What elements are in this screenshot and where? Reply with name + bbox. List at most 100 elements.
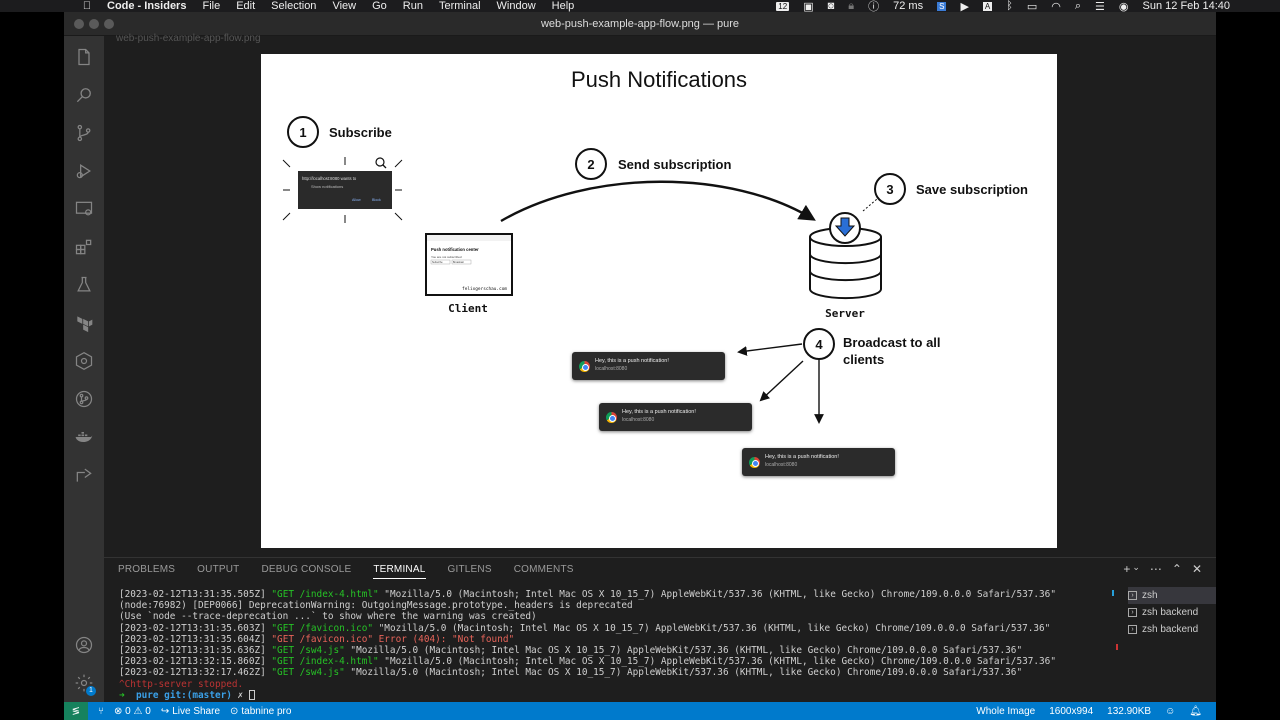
- gitlens-icon[interactable]: [64, 346, 104, 376]
- live-share-status[interactable]: ↪Live Share: [161, 706, 220, 717]
- terraform-icon[interactable]: [64, 308, 104, 338]
- chrome-icon: [749, 457, 760, 468]
- wifi-icon[interactable]: ◠: [1051, 0, 1061, 13]
- search-icon[interactable]: [64, 80, 104, 110]
- prompt-arrow: ➜: [119, 689, 136, 701]
- tab-terminal[interactable]: TERMINAL: [373, 564, 426, 579]
- tab-output[interactable]: OUTPUT: [197, 564, 240, 575]
- extensions-icon[interactable]: [64, 232, 104, 262]
- diagram-title: Push Notifications: [571, 67, 747, 92]
- menu-selection[interactable]: Selection: [271, 0, 317, 12]
- zoom-window-button[interactable]: [104, 19, 114, 29]
- manage-gear-icon[interactable]: 1: [64, 668, 104, 698]
- terminal-text: Error (404): "Not found": [373, 633, 515, 645]
- spotlight-search-icon[interactable]: ⌕: [1074, 0, 1082, 12]
- apple-icon[interactable]: : [80, 0, 94, 12]
- terminal-text: (node:76982) [DEP0066] DeprecationWarnin…: [119, 600, 633, 612]
- step-1-label: Subscribe: [329, 125, 392, 140]
- tabnine-label: tabnine pro: [241, 705, 292, 717]
- minimize-window-button[interactable]: [89, 19, 99, 29]
- step-4-label-box: Broadcast to all clients: [843, 335, 941, 367]
- zoom-cursor-icon: [375, 157, 387, 169]
- problems-status[interactable]: ⊗ 0 ⚠ 0: [114, 705, 151, 717]
- tab-problems[interactable]: PROBLEMS: [118, 564, 176, 575]
- menu-edit[interactable]: Edit: [236, 0, 256, 12]
- permission-rays: [282, 157, 403, 223]
- accounts-icon[interactable]: [64, 630, 104, 660]
- editor-tab-label[interactable]: web-push-example-app-flow.png: [116, 33, 261, 44]
- testing-icon[interactable]: [64, 270, 104, 300]
- terminal-item[interactable]: ›zsh: [1128, 587, 1216, 604]
- app-menu[interactable]: Code - Insiders: [107, 0, 187, 12]
- window-titlebar[interactable]: web-push-example-app-flow.png — pure: [64, 12, 1216, 36]
- pause-icon[interactable]: ⓘ: [868, 1, 880, 13]
- permission-popup-text: http://localhost:8080 wants to: [302, 176, 357, 181]
- image-preview[interactable]: Push Notifications 1 Subscribe http://lo…: [261, 54, 1057, 548]
- tabnine-status[interactable]: ⊙tabnine pro: [230, 706, 291, 717]
- explorer-icon[interactable]: [64, 42, 104, 72]
- play-icon[interactable]: ▶: [960, 0, 969, 13]
- menu-help[interactable]: Help: [551, 0, 575, 12]
- maximize-panel-icon[interactable]: ⌃: [1171, 562, 1182, 576]
- terminal-line: [2023-02-12T13:31:35.636Z] "GET /sw4.js"…: [119, 645, 1109, 656]
- tab-comments[interactable]: COMMENTS: [513, 564, 574, 575]
- tab-debug-console[interactable]: DEBUG CONSOLE: [261, 564, 352, 575]
- client-window-subtitle: You are not subscribed: [431, 255, 462, 259]
- push-notification-source: localhost:8080: [595, 366, 628, 372]
- menu-window[interactable]: Window: [496, 0, 536, 12]
- menu-run[interactable]: Run: [402, 0, 423, 12]
- more-actions-icon[interactable]: ⋯: [1149, 562, 1162, 576]
- remote-indicator-icon[interactable]: ≶: [64, 702, 88, 720]
- terminal-text: "Mozilla/5.0 (Macintosh; Intel Mac OS X …: [344, 667, 1023, 679]
- step-3-number: 3: [886, 182, 893, 197]
- menu-file[interactable]: File: [202, 0, 221, 12]
- terminal-line: [2023-02-12T13:32:15.860Z] "GET /index-4…: [119, 656, 1109, 667]
- terminal-prompt[interactable]: ➜ pure git:(master) ✗: [119, 690, 1109, 701]
- step-1-circle: [287, 116, 319, 148]
- menu-go[interactable]: Go: [372, 0, 387, 12]
- docker-icon[interactable]: [64, 422, 104, 452]
- run-debug-icon[interactable]: [64, 156, 104, 186]
- live-share-icon[interactable]: [64, 460, 104, 490]
- step-2-label: Send subscription: [618, 157, 731, 172]
- input-source-icon[interactable]: A: [982, 1, 993, 11]
- close-window-button[interactable]: [74, 19, 84, 29]
- feedback-icon[interactable]: ☺: [1165, 705, 1176, 717]
- source-control-icon[interactable]: [64, 118, 104, 148]
- notifications-bell-icon[interactable]: 🔔︎: [1189, 705, 1202, 717]
- clock[interactable]: Sun 12 Feb 14:40: [1142, 0, 1230, 12]
- shield-icon[interactable]: S: [937, 1, 947, 11]
- terminal-output[interactable]: [2023-02-12T13:31:35.505Z] "GET /index-4…: [119, 589, 1109, 701]
- live-share-label: Live Share: [172, 705, 221, 717]
- remote-explorer-icon[interactable]: [64, 194, 104, 224]
- close-panel-icon[interactable]: ✕: [1191, 562, 1202, 576]
- git-graph-icon[interactable]: [64, 384, 104, 414]
- terminal-line: [2023-02-12T13:31:35.505Z] "GET /index-4…: [119, 589, 1109, 600]
- terminal-line: (node:76982) [DEP0066] DeprecationWarnin…: [119, 600, 1109, 611]
- terminal-item[interactable]: ›zsh backend: [1128, 621, 1216, 638]
- terminal-text: "Mozilla/5.0 (Macintosh; Intel Mac OS X …: [378, 589, 1056, 600]
- calendar-icon[interactable]: 12: [776, 1, 790, 11]
- bottom-panel: PROBLEMS OUTPUT DEBUG CONSOLE TERMINAL G…: [104, 557, 1216, 702]
- battery-icon[interactable]: ▭: [1026, 0, 1038, 13]
- new-terminal-icon[interactable]: +: [1123, 562, 1131, 576]
- menu-view[interactable]: View: [332, 0, 357, 12]
- terminal-item-label: zsh backend: [1142, 624, 1199, 635]
- terminal-scroll-marker: [1112, 590, 1114, 596]
- bluetooth-icon[interactable]: ᛒ: [1006, 0, 1013, 12]
- menu-terminal[interactable]: Terminal: [438, 0, 481, 12]
- tab-gitlens[interactable]: GITLENS: [447, 564, 492, 575]
- source-control-status-icon[interactable]: ⑂: [98, 705, 104, 717]
- screen-record-icon[interactable]: ▣: [803, 0, 814, 13]
- control-center-icon[interactable]: ☰: [1095, 0, 1105, 13]
- image-view-mode[interactable]: Whole Image: [976, 705, 1036, 717]
- client-subscribe-button-label: Subscribe: [432, 261, 443, 264]
- client-window-titlebar: [427, 235, 511, 241]
- siri-icon[interactable]: ◉: [1118, 0, 1129, 13]
- camera-icon[interactable]: ◙: [827, 0, 835, 12]
- lock-icon[interactable]: 🔒︎: [848, 0, 855, 12]
- permission-popup-option: Show notifications: [311, 184, 343, 189]
- terminal-item[interactable]: ›zsh backend: [1128, 604, 1216, 621]
- activity-bar: 1: [64, 36, 104, 702]
- chevron-down-icon[interactable]: ⌄: [1132, 562, 1140, 572]
